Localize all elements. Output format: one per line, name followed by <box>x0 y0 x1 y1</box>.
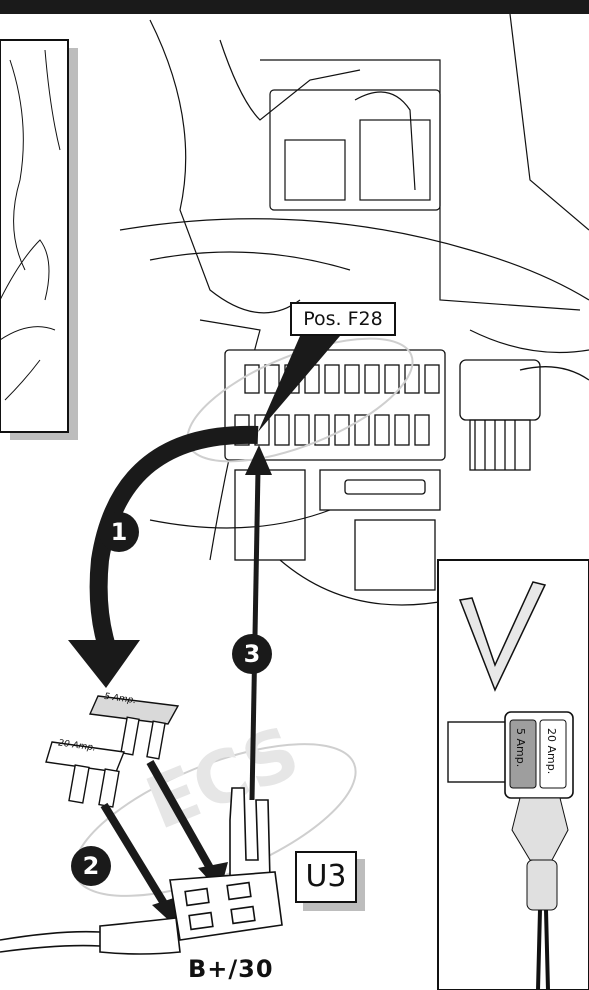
adapter-cable <box>0 918 180 954</box>
right-inset-panel <box>438 560 589 990</box>
fuse-position-label: Pos. F28 <box>290 302 396 336</box>
step-badge-1: 1 <box>99 512 139 552</box>
inset-fuse-left-label: 5 Amp. <box>514 728 527 767</box>
connector-plug <box>460 360 589 470</box>
step1-arrow <box>68 435 258 688</box>
step-badge-3: 3 <box>232 634 272 674</box>
step-badge-2: 2 <box>71 846 111 886</box>
terminal-label: B+/30 <box>188 955 274 983</box>
inset-fuse-right-label: 20 Amp. <box>545 728 558 774</box>
left-inset-panel <box>0 40 78 440</box>
unit-label: U3 <box>295 851 357 903</box>
